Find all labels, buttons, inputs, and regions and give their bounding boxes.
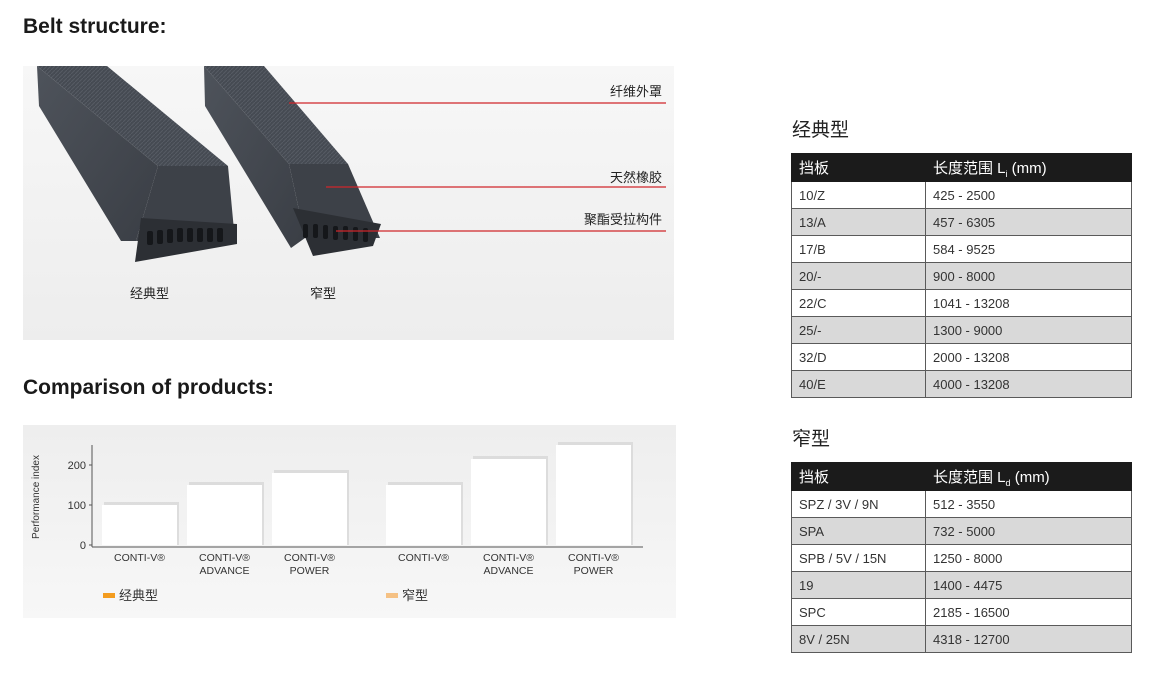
bar	[556, 445, 631, 545]
y-axis-label: Performance index	[31, 455, 42, 539]
table-row: 20/-900 - 8000	[791, 262, 1132, 290]
cell-belt-type: SPB / 5V / 15N	[791, 544, 926, 572]
narrow-belt-drawing	[204, 66, 381, 256]
label-fiber-cover: 纤维外罩	[609, 85, 662, 100]
bar	[272, 473, 347, 545]
legend-swatch	[386, 593, 398, 598]
legend-label: 经典型	[119, 589, 158, 604]
cell-length-range: 1250 - 8000	[925, 544, 1132, 572]
cell-length-range: 900 - 8000	[925, 262, 1132, 290]
label-polyester-cord: 聚酯受拉构件	[583, 213, 662, 228]
header-belt-type: 挡板	[791, 153, 926, 182]
narrow-table-title: 窄型	[792, 428, 831, 450]
table-header-row: 挡板 长度范围 Ld (mm)	[791, 462, 1132, 491]
cell-length-range: 4000 - 13208	[925, 370, 1132, 398]
classic-table-title: 经典型	[792, 119, 850, 141]
cell-belt-type: 10/Z	[791, 181, 926, 209]
cell-belt-type: 13/A	[791, 208, 926, 236]
cell-belt-type: SPC	[791, 598, 926, 626]
cell-belt-type: SPA	[791, 517, 926, 545]
legend-label: 窄型	[402, 588, 428, 604]
cell-length-range: 512 - 3550	[925, 490, 1132, 518]
cell-length-range: 732 - 5000	[925, 517, 1132, 545]
header-belt-type: 挡板	[791, 462, 926, 491]
cell-length-range: 457 - 6305	[925, 208, 1132, 236]
belt-cross-section-image	[37, 66, 666, 262]
cell-belt-type: 19	[791, 571, 926, 599]
bar	[102, 505, 177, 545]
x-tick-label: POWER	[290, 565, 330, 577]
x-tick-label: CONTI-V®	[398, 552, 449, 564]
cell-length-range: 2185 - 16500	[925, 598, 1132, 626]
y-tick-label: 100	[68, 500, 86, 512]
cell-belt-type: 17/B	[791, 235, 926, 263]
belt-structure-heading: Belt structure:	[23, 15, 167, 38]
x-tick-label: ADVANCE	[484, 565, 534, 577]
y-tick-label: 200	[68, 460, 86, 472]
x-tick-label: ADVANCE	[200, 565, 250, 577]
cell-length-range: 4318 - 12700	[925, 625, 1132, 653]
y-tick-label: 0	[80, 540, 86, 552]
x-tick-label: CONTI-V®	[114, 552, 165, 564]
cell-belt-type: 32/D	[791, 343, 926, 371]
x-tick-label: CONTI-V®	[284, 552, 335, 564]
cell-length-range: 1300 - 9000	[925, 316, 1132, 344]
header-length-range: 长度范围 Ld (mm)	[925, 462, 1132, 491]
legend-swatch	[103, 593, 115, 598]
belt-structure-illustration: 纤维外罩 天然橡胶 聚酯受拉构件 经典型 窄型	[23, 66, 674, 340]
cell-belt-type: 40/E	[791, 370, 926, 398]
cell-length-range: 2000 - 13208	[925, 343, 1132, 371]
comparison-heading: Comparison of products:	[23, 376, 274, 399]
cell-length-range: 425 - 2500	[925, 181, 1132, 209]
x-tick-label: POWER	[574, 565, 614, 577]
table-row: 25/-1300 - 9000	[791, 316, 1132, 344]
x-tick-label: CONTI-V®	[199, 552, 250, 564]
cell-length-range: 584 - 9525	[925, 235, 1132, 263]
cell-length-range: 1041 - 13208	[925, 289, 1132, 317]
narrow-belt-label: 窄型	[310, 287, 337, 302]
cell-length-range: 1400 - 4475	[925, 571, 1132, 599]
cell-belt-type: 20/-	[791, 262, 926, 290]
header-length-range: 长度范围 Li (mm)	[925, 153, 1132, 182]
cell-belt-type: 8V / 25N	[791, 625, 926, 653]
cell-belt-type: 22/C	[791, 289, 926, 317]
bar	[471, 459, 546, 545]
x-tick-label: CONTI-V®	[568, 552, 619, 564]
classic-belt-drawing	[37, 66, 237, 262]
table-header-row: 挡板 长度范围 Li (mm)	[791, 153, 1132, 182]
cell-belt-type: SPZ / 3V / 9N	[791, 490, 926, 518]
bar	[187, 485, 262, 545]
label-natural-rubber: 天然橡胶	[609, 171, 662, 186]
classic-belt-label: 经典型	[130, 287, 170, 302]
bar	[386, 485, 461, 545]
cell-belt-type: 25/-	[791, 316, 926, 344]
x-tick-label: CONTI-V®	[483, 552, 534, 564]
